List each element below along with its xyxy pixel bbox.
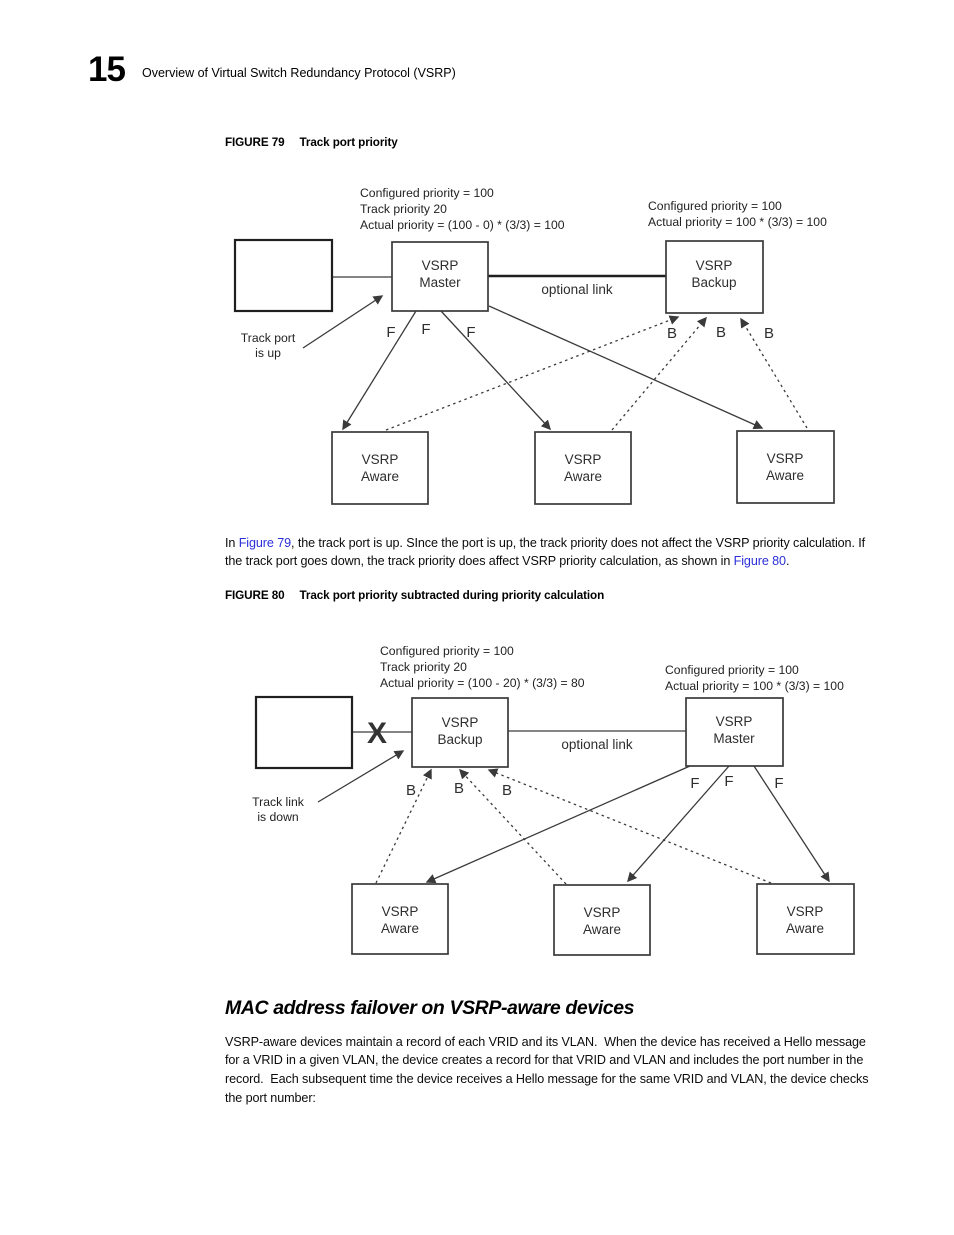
master-to-aware2-arrow [627,765,730,883]
backup-annotation-line2: Actual priority = 100 * (3/3) = 100 [648,215,827,229]
forward-port-label-1: F [386,324,395,341]
vsrp-aware-box-3 [736,430,835,504]
master-to-aware3-arrow [753,765,830,883]
master-label-line2: Master [419,275,461,290]
aware1-label-line2: Aware [381,921,419,936]
aware3-label-line2: Aware [766,468,804,483]
backup-annotation-line2: Track priority 20 [380,660,467,674]
figure-80-title: Track port priority subtracted during pr… [299,589,605,602]
blocked-port-label-2: B [716,324,726,341]
optional-link-label: optional link [541,282,613,297]
forward-port-label-3: F [466,324,475,341]
master-annotation-line2: Actual priority = 100 * (3/3) = 100 [665,679,844,693]
master-annotation-line2: Track priority 20 [360,202,447,216]
track-note-line2: is up [255,346,281,360]
aware2-to-backup-dotted-arrow [459,768,567,885]
vsrp-backup-box [411,697,509,768]
vsrp-aware-box-1 [331,431,429,505]
para1-text-3: . [785,554,790,569]
track-note-line2: is down [257,810,298,824]
master-to-aware3-arrow [488,305,764,430]
backup-annotation-line1: Configured priority = 100 [380,644,514,658]
track-note-arrow [317,750,405,803]
chapter-number: 15 [88,50,126,89]
aware3-label-line2: Aware [786,921,824,936]
section-heading: MAC address failover on VSRP-aware devic… [225,997,635,1020]
figure-80-diagram: Configured priority = 100 Track priority… [252,644,855,956]
vsrp-master-box [391,241,489,312]
figure-79-caption: FIGURE 79 Track port priority [225,136,398,149]
vsrp-backup-box [665,240,764,314]
master-to-aware1-arrow [425,765,691,884]
backup-label-line1: VSRP [696,258,733,273]
forward-port-label-2: F [421,321,430,338]
backup-label-line2: Backup [437,732,482,747]
figure-79-diagram: Configured priority = 100 Track priority… [233,186,835,505]
figure-79-title: Track port priority [299,136,398,149]
aware2-to-backup-dotted-arrow [611,316,707,431]
aware1-to-backup-dotted-arrow [375,768,432,884]
forward-port-label-2: F [724,773,733,790]
blocked-port-label-1: B [406,782,416,799]
aware3-to-backup-dotted-arrow [487,768,772,884]
paragraph-between-figures: In Figure 79, the track port is up. SInc… [225,534,873,572]
blocked-port-label-1: B [667,325,677,342]
aware2-label-line2: Aware [564,469,602,484]
vsrp-aware-box-3 [756,883,855,955]
aware1-label-line1: VSRP [382,904,419,919]
vsrp-aware-box-2 [534,431,632,505]
figure-79-link[interactable]: Figure 79 [238,535,292,550]
section-paragraph: VSRP-aware devices maintain a record of … [225,1034,872,1105]
figure-80-link[interactable]: Figure 80 [733,554,786,569]
track-note-arrow [302,295,384,349]
vsrp-master-box [685,697,784,767]
figure-79-label: FIGURE 79 [225,136,285,149]
aware3-label-line1: VSRP [767,451,804,466]
master-label-line1: VSRP [716,714,753,729]
vsrp-aware-box-1 [351,883,449,955]
para1-text-1: In [225,535,239,550]
aware2-label-line2: Aware [583,922,621,937]
broken-link-x-mark: X [367,717,387,750]
aware1-label-line1: VSRP [362,452,399,467]
optional-link-label: optional link [561,737,633,752]
master-label-line2: Master [713,731,755,746]
master-annotation-line1: Configured priority = 100 [360,186,494,200]
master-label-line1: VSRP [422,258,459,273]
figure-80-caption: FIGURE 80 Track port priority subtracted… [225,589,604,602]
track-note-line1: Track port [241,331,296,345]
master-annotation-line1: Configured priority = 100 [665,663,799,677]
vsrp-aware-box-2 [553,884,651,956]
aware2-label-line1: VSRP [565,452,602,467]
aware2-label-line1: VSRP [584,905,621,920]
master-to-aware2-arrow [440,310,551,431]
blocked-port-label-3: B [502,782,512,799]
aware1-label-line2: Aware [361,469,399,484]
backup-annotation-line3: Actual priority = (100 - 20) * (3/3) = 8… [380,676,585,690]
forward-port-label-3: F [774,775,783,792]
track-port-box [254,695,354,770]
master-annotation-line3: Actual priority = (100 - 0) * (3/3) = 10… [360,218,565,232]
blocked-port-label-2: B [454,780,464,797]
chapter-title: Overview of Virtual Switch Redundancy Pr… [142,66,456,80]
backup-label-line2: Backup [691,275,736,290]
forward-port-label-1: F [690,775,699,792]
backup-label-line1: VSRP [442,715,479,730]
track-note-line1: Track link [252,795,305,809]
aware1-to-backup-dotted-arrow [385,315,680,431]
track-port-box [233,238,334,313]
blocked-port-label-3: B [764,325,774,342]
aware3-label-line1: VSRP [787,904,824,919]
backup-annotation-line1: Configured priority = 100 [648,199,782,213]
figure-80-label: FIGURE 80 [225,589,285,602]
master-to-aware1-arrow [342,310,417,431]
para1-text-2: , the track port is up. SInce the port i… [225,535,866,569]
